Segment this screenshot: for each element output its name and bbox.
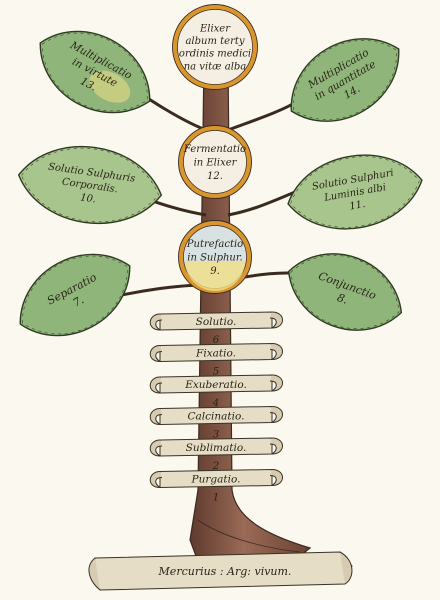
band-number: 2 (212, 460, 220, 472)
leaf-label-line: 8. (335, 291, 349, 307)
medallion-2: Fermentatio in Elixer 12. (178, 125, 252, 199)
band-curl-left (149, 439, 163, 457)
leaf-shape (287, 154, 423, 230)
process-bands: Solutio.6Fixatio.5Exuberatio.4Calcinatio… (149, 311, 283, 504)
band-label: Sublimatio. (186, 442, 247, 454)
medallion-inner-outline (177, 9, 253, 85)
medallion-label-line: in Sulphur. (187, 253, 242, 264)
medallion-label-line: na vitæ alba (184, 61, 247, 72)
band-curl-left (149, 345, 163, 363)
leaf-shape (19, 253, 131, 337)
band-curl-right (269, 437, 283, 455)
medallion-outline (172, 4, 258, 90)
leaf-shape (290, 38, 400, 122)
medallion-label-line: 12. (207, 171, 223, 182)
leaf-shape (287, 253, 403, 331)
leaf-serration (42, 32, 148, 112)
medallion-3: Putrefactio in Sulphur. 9. (178, 220, 252, 294)
leaf-serration (22, 255, 128, 335)
medallion-outline (178, 125, 252, 199)
band-number: 4 (212, 397, 220, 409)
band-curl-left (149, 408, 163, 426)
medallion-label-line: Fermentatio (183, 144, 246, 155)
root-banner-label: Mercurius : Arg: vivum. (158, 565, 292, 578)
medallion-label-line: Putrefactio (186, 239, 243, 250)
root-banner: Mercurius : Arg: vivum. (88, 551, 353, 591)
leaf-label-line: 11. (349, 199, 367, 213)
medallion-label-line: in Elixer (194, 158, 238, 169)
band-number: 1 (213, 492, 220, 504)
band-number: 6 (213, 334, 220, 346)
band-curl-left (149, 376, 163, 394)
band-number: 5 (213, 366, 220, 378)
band-label: Fixatio. (195, 348, 236, 360)
band-6: Solutio. 6 (149, 311, 283, 346)
medallion-inner-outline (183, 130, 247, 194)
band-1: Purgatio. 1 (149, 468, 283, 504)
leaf-serration (290, 156, 420, 228)
band-curl-right (269, 406, 283, 424)
leaf-serration (290, 255, 400, 329)
band-curl-right (269, 469, 283, 487)
medallion-outline (178, 220, 252, 294)
band-label: Solutio. (196, 316, 237, 328)
medallion-label-line: album terty (185, 36, 244, 47)
leaf-serration (21, 147, 159, 223)
band-number: 3 (213, 429, 220, 441)
medallion-ring (172, 4, 258, 90)
band-5: Fixatio. 5 (149, 342, 283, 378)
leaf-shape (17, 145, 163, 225)
medallion-label-line: 9. (210, 266, 220, 277)
band-label: Purgatio. (191, 474, 241, 486)
band-4: Exuberatio. 4 (149, 374, 283, 409)
leaf-yellow-wash (89, 70, 131, 103)
band-curl-right (269, 343, 283, 361)
leaf-serration (293, 40, 397, 120)
band-2: Sublimatio. 2 (149, 437, 283, 472)
medallion-yellow-wash (185, 261, 245, 291)
band-3: Calcinatio. 3 (149, 405, 283, 441)
band-label: Calcinatio. (188, 411, 245, 423)
band-curl-left (149, 471, 163, 489)
medallion-label-line: ordinis medici (179, 49, 251, 60)
medallion-label-line: Elixer (199, 23, 231, 34)
band-label: Exuberatio. (184, 379, 247, 391)
band-curl-left (149, 313, 163, 331)
leaf-label-line: 10. (79, 192, 96, 205)
band-curl-right (269, 311, 283, 329)
medallion-ring (178, 125, 252, 199)
band-curl-right (269, 374, 283, 392)
